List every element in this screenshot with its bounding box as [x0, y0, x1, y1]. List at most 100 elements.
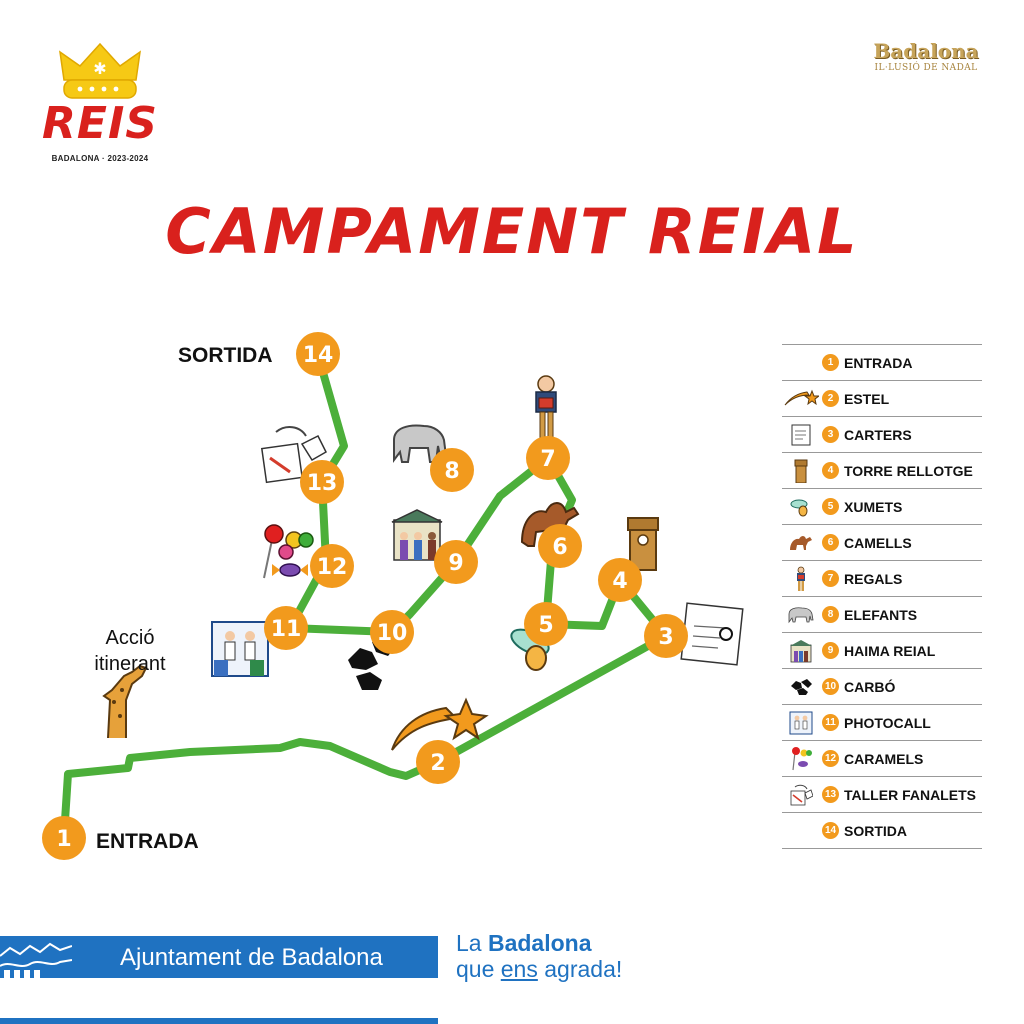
tent-icon [391, 509, 443, 561]
legend-badge: 14 [822, 822, 839, 839]
legend-item-xumets: 5 XUMETS [782, 488, 982, 524]
stop-14: 14 [296, 332, 340, 376]
svg-text:✱: ✱ [93, 59, 106, 78]
svg-text:14: 14 [303, 343, 334, 368]
badalona-nadal-logo: Badalona IL·LUSIÓ DE NADAL [866, 40, 986, 86]
legend-item-torre-rellotge: 4 TORRE RELLOTGE [782, 452, 982, 488]
legend-label: SORTIDA [844, 822, 907, 839]
star-icon [782, 384, 820, 414]
legend-item-carters: 3 CARTERS [782, 416, 982, 452]
legend-label: CAMELLS [844, 534, 912, 551]
legend-badge: 5 [822, 498, 839, 515]
legend-label: HAIMA REIAL [844, 642, 936, 659]
photocall-icon [782, 708, 820, 738]
legend-item-camells: 6 CAMELLS [782, 524, 982, 560]
route-path [60, 351, 670, 840]
craft-icon [260, 426, 327, 484]
craft-icon [782, 780, 820, 810]
stop-9: 9 [434, 540, 478, 584]
legend-item-estel: 2 ESTEL [782, 380, 982, 416]
legend-label: TORRE RELLOTGE [844, 462, 973, 479]
slogan-agrada: agrada! [544, 956, 623, 982]
stop-11: 11 [264, 606, 308, 650]
crown-icon: ✱ [59, 42, 141, 99]
legend-badge: 11 [822, 714, 839, 731]
stop-8: 8 [430, 448, 474, 492]
letter-icon [680, 602, 744, 666]
candy-icon [782, 744, 820, 774]
badalona-logo-word: Badalona [873, 39, 979, 63]
svg-text:7: 7 [540, 447, 555, 472]
page-title: CAMPAMENT REIAL [165, 195, 859, 268]
tower-icon [782, 456, 820, 486]
legend-label: ESTEL [844, 390, 890, 407]
city-emblem-icon [0, 942, 72, 978]
letter-icon [782, 420, 820, 450]
tent-icon [782, 636, 820, 666]
svg-text:11: 11 [271, 617, 302, 642]
stop-2: 2 [416, 740, 460, 784]
svg-text:3: 3 [658, 625, 673, 650]
ajuntament-label: Ajuntament de Badalona [120, 944, 383, 971]
legend-badge: 4 [822, 462, 839, 479]
legend-label: TALLER FANALETS [844, 786, 976, 803]
slogan-que: que [456, 956, 495, 982]
svg-text:6: 6 [552, 535, 567, 560]
footer-echo-strip [0, 1018, 1024, 1024]
gift-person-icon [535, 375, 557, 441]
photocall-icon [211, 621, 269, 677]
legend-badge: 2 [822, 390, 839, 407]
legend-label: CARBÓ [844, 678, 896, 695]
legend-item-photocall: 11 PHOTOCALL [782, 704, 982, 740]
candy-icon [263, 524, 314, 579]
svg-text:9: 9 [448, 551, 463, 576]
legend-item-haima-reial: 9 HAIMA REIAL [782, 632, 982, 668]
slogan-badalona: Badalona [487, 930, 592, 956]
stop-10: 10 [370, 610, 414, 654]
legend-label: CARTERS [844, 426, 912, 443]
shooting-star-icon [391, 697, 489, 751]
reis-wordmark: REIS [42, 98, 158, 149]
svg-text:12: 12 [317, 555, 348, 580]
badalona-logo-subtitle: IL·LUSIÓ DE NADAL [874, 63, 978, 73]
legend-label: PHOTOCALL [844, 714, 931, 731]
svg-text:1: 1 [56, 827, 71, 852]
itinerant-label-line1: Acció [106, 627, 155, 649]
gift-person-icon [782, 564, 820, 594]
tower-icon [627, 517, 659, 571]
slogan-line-2: que ens agrada! [456, 956, 622, 982]
stop-1: 1 [42, 816, 86, 860]
legend-blank-icon [782, 816, 820, 846]
legend-item-elefants: 8 ELEFANTS [782, 596, 982, 632]
legend-item-sortida: 14 SORTIDA [782, 812, 982, 849]
svg-text:4: 4 [612, 569, 627, 594]
legend-badge: 13 [822, 786, 839, 803]
svg-text:10: 10 [377, 621, 408, 646]
reis-subtitle: BADALONA · 2023-2024 [51, 154, 149, 163]
slogan-line-1: La Badalona [456, 930, 592, 956]
reis-logo: ✱ REIS BADALONA · 2023-2024 [40, 40, 160, 170]
legend-item-entrada: 1 ENTRADA [782, 344, 982, 380]
legend-blank-icon [782, 348, 820, 378]
legend-item-carbo: 10 CARBÓ [782, 668, 982, 704]
legend-label: XUMETS [844, 498, 903, 515]
legend-item-regals: 7 REGALS [782, 560, 982, 596]
legend-badge: 8 [822, 606, 839, 623]
legend-badge: 12 [822, 750, 839, 767]
sortida-label: SORTIDA [178, 344, 273, 367]
legend-label: CARAMELS [844, 750, 924, 767]
pacifier-icon [782, 492, 820, 522]
legend-label: ENTRADA [844, 354, 913, 371]
legend: 1 ENTRADA 2 ESTEL 3 CARTERS 4 TORRE RELL… [782, 344, 982, 849]
legend-badge: 9 [822, 642, 839, 659]
giraffe-icon [102, 664, 148, 739]
slogan-ens: ens [500, 956, 538, 982]
svg-text:2: 2 [430, 751, 445, 776]
itinerant-label-line2: itinerant [94, 653, 166, 675]
legend-label: ELEFANTS [844, 606, 918, 623]
legend-item-taller-fanalets: 13 TALLER FANALETS [782, 776, 982, 812]
legend-badge: 10 [822, 678, 839, 695]
legend-badge: 7 [822, 570, 839, 587]
camel-icon [782, 528, 820, 558]
